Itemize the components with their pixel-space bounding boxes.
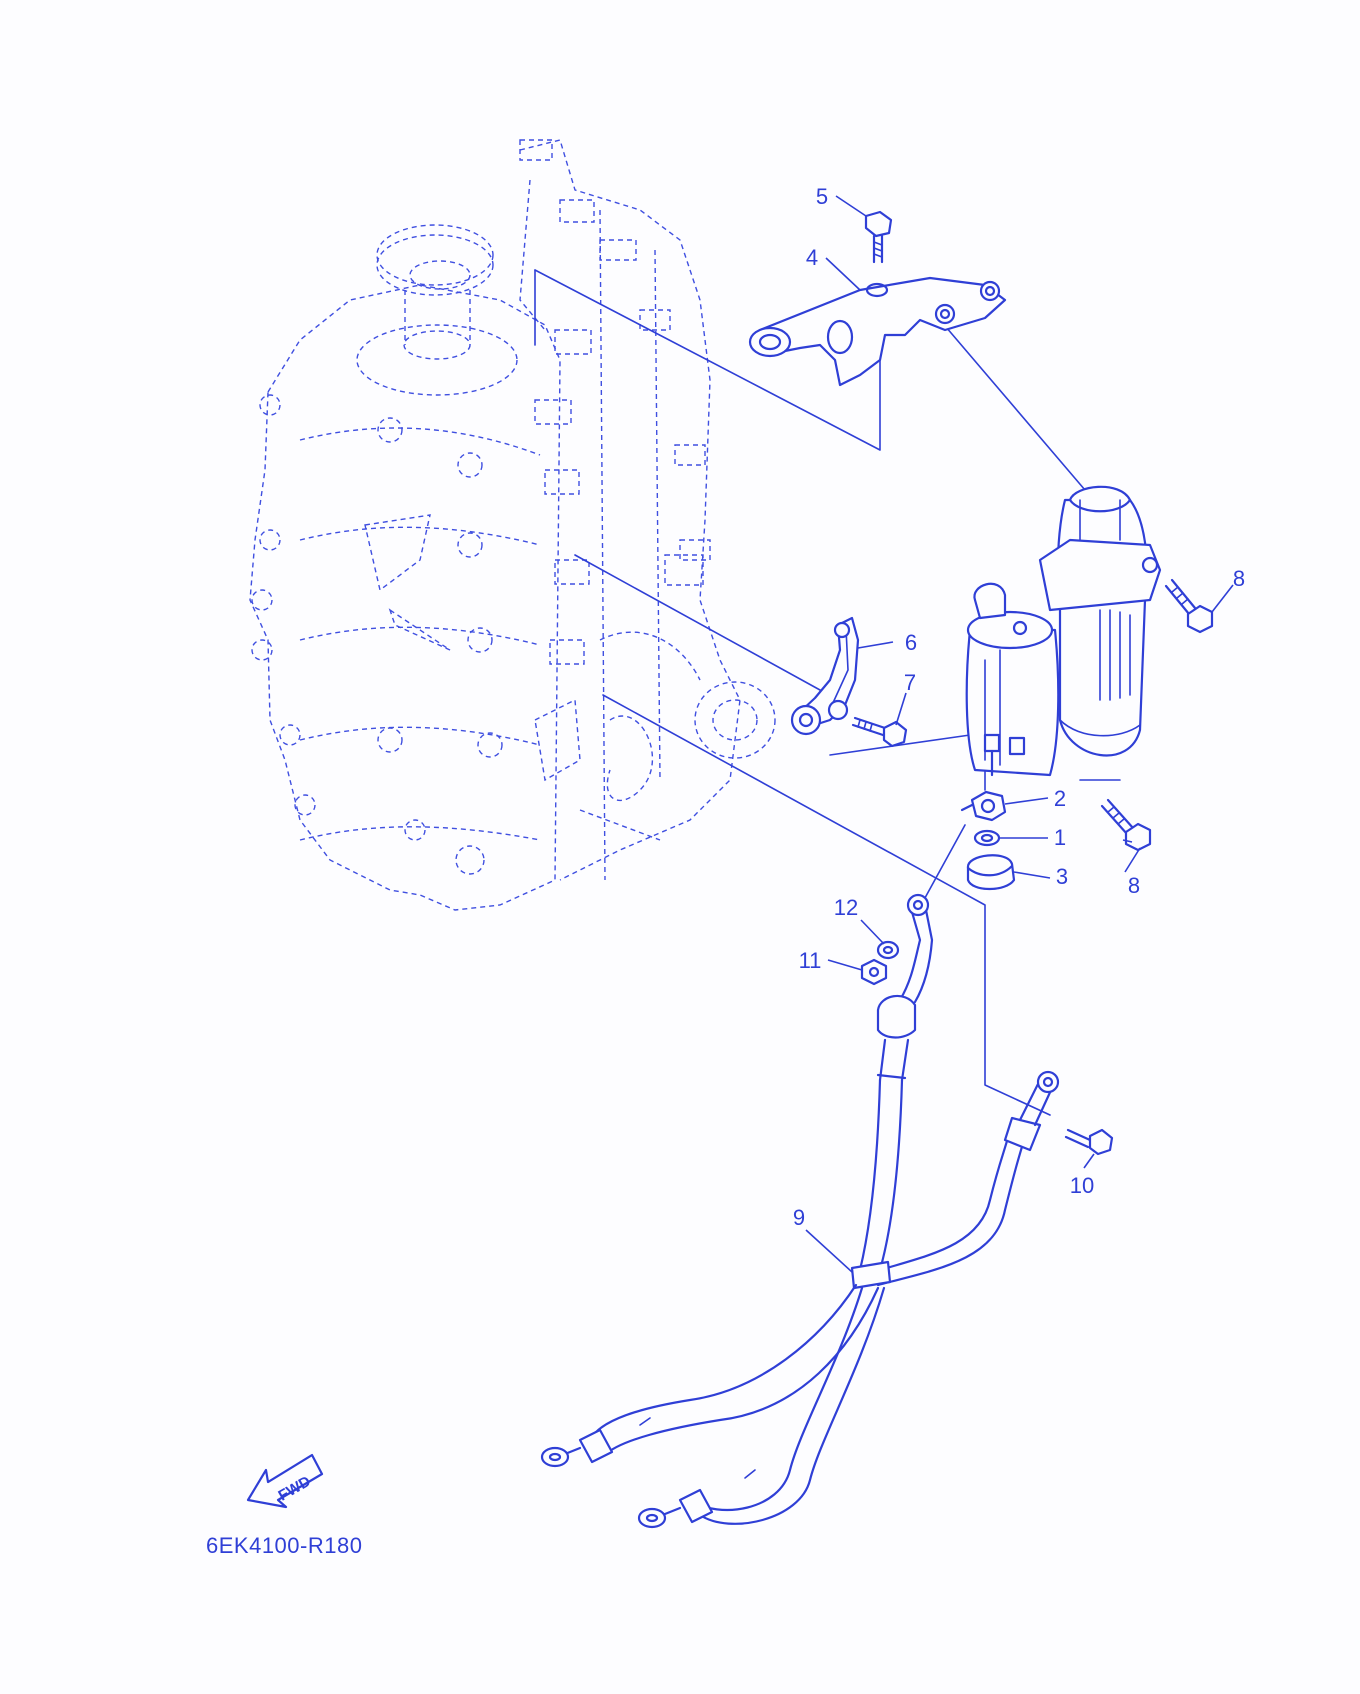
engine-block-outline	[249, 139, 776, 911]
diagram-code: 6EK4100-R180	[206, 1533, 362, 1558]
callout-12: 12	[834, 895, 858, 920]
washer-part-1	[973, 829, 1001, 847]
position-lines	[534, 269, 1086, 1116]
callout-5: 5	[816, 184, 828, 209]
bolt-part-7	[851, 716, 908, 748]
bolt-part-8-lower	[1100, 798, 1152, 852]
callout-3: 3	[1056, 864, 1068, 889]
callout-4: 4	[806, 245, 818, 270]
callout-11: 11	[799, 948, 822, 973]
callout-7: 7	[904, 670, 916, 695]
bolt-part-10	[1064, 1128, 1114, 1156]
callout-10: 10	[1070, 1173, 1094, 1198]
nut-part-11	[860, 958, 888, 986]
callout-9: 9	[793, 1205, 805, 1230]
fwd-arrow-icon: FWD	[246, 1453, 324, 1509]
bracket-part-4	[748, 276, 1007, 387]
callout-8-upper: 8	[1233, 566, 1245, 591]
washer-part-12	[876, 940, 900, 960]
terminal-nut-part-2	[960, 790, 1007, 822]
starter-motor	[965, 485, 1162, 781]
bolt-part-8-upper	[1164, 578, 1214, 634]
callout-labels: 5 4 8 6 7 2 1 3 8 12 11 10 9	[793, 184, 1245, 1230]
terminal-cover-part-3	[966, 854, 1016, 891]
bolt-part-5	[864, 210, 893, 264]
callout-6: 6	[905, 630, 917, 655]
callout-1: 1	[1054, 825, 1066, 850]
battery-cable-part-9	[540, 893, 1060, 1529]
leader-lines	[805, 195, 1234, 1273]
bracket-part-6	[790, 616, 860, 736]
callout-2: 2	[1054, 786, 1066, 811]
callout-8-lower: 8	[1128, 873, 1140, 898]
